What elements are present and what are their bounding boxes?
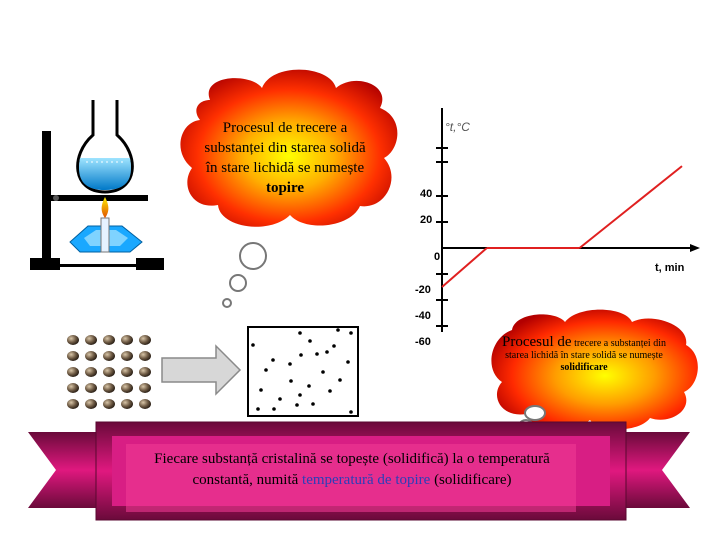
liquid-particle: [332, 344, 336, 348]
y-tick-label: 20: [420, 214, 433, 226]
keyword-topire: topire: [265, 180, 305, 196]
crystal-particle: [139, 399, 151, 409]
liquid-particle: [336, 328, 340, 332]
liquid-particle: [271, 358, 275, 362]
liquid-particle: [308, 339, 312, 343]
crystal-particle: [139, 383, 151, 393]
crystal-particle: [103, 335, 115, 345]
banner-text: Fiecare substanță cristalină se topește …: [132, 449, 572, 491]
liquid-particle: [289, 379, 293, 383]
liquid-particle: [307, 384, 311, 388]
liquid-particles-icon: [247, 326, 359, 417]
liquid-particle: [338, 378, 342, 382]
crystal-particle: [103, 383, 115, 393]
liquid-particle: [251, 343, 255, 347]
crystal-particle: [121, 399, 133, 409]
crystal-particle: [103, 399, 115, 409]
cloud-topire-text: Procesul de trecere a substanței din sta…: [197, 118, 373, 198]
banner-part2: (solidificare): [434, 472, 512, 488]
cloud-solidificare-sentence: trecere a substanței din starea lichidă …: [505, 338, 666, 361]
crystal-particle: [67, 399, 79, 409]
x-axis-label: t, min: [655, 262, 685, 274]
y-axis-label: °t,°C: [445, 120, 470, 134]
liquid-particle: [325, 350, 329, 354]
liquid-particle: [328, 389, 332, 393]
crystal-particle: [103, 351, 115, 361]
crystal-particle: [85, 335, 97, 345]
liquid-particle: [298, 331, 302, 335]
liquid-particle: [272, 407, 276, 411]
banner-ribbon: [28, 421, 690, 521]
series-line-0: [441, 247, 488, 288]
liquid-particle: [349, 410, 353, 414]
liquid-particle: [346, 360, 350, 364]
y-tick-label: -40: [415, 310, 431, 322]
y-tick-label: -20: [415, 284, 431, 296]
arrow-right-icon: [161, 344, 242, 396]
cloud-solidificare-text: Procesul de trecere a substanței din sta…: [498, 334, 670, 374]
liquid-particle: [295, 403, 299, 407]
keyword-solidificare: solidificare: [560, 362, 608, 373]
crystal-particle: [67, 367, 79, 377]
bunsen-burner-icon: [30, 131, 164, 270]
liquid-particle: [299, 353, 303, 357]
crystal-lattice-icon: [67, 335, 151, 409]
crystal-particle: [85, 383, 97, 393]
liquid-particle: [315, 352, 319, 356]
crystal-particle: [139, 335, 151, 345]
crystal-particle: [85, 399, 97, 409]
banner-part1: Fiecare substanță cristalină se topește …: [154, 451, 550, 488]
crystal-particle: [103, 367, 115, 377]
y-tick-label: 40: [420, 188, 433, 200]
crystal-particle: [67, 351, 79, 361]
liquid-particle: [349, 331, 353, 335]
thought-cloud-topire: [180, 69, 398, 308]
series-line-2: [578, 165, 683, 249]
crystal-particle: [121, 335, 133, 345]
cloud-solidificare-lead: Procesul de: [502, 334, 572, 350]
crystal-particle: [121, 383, 133, 393]
liquid-particle: [264, 368, 268, 372]
cloud-topire-sentence: Procesul de trecere a substanței din sta…: [204, 120, 366, 176]
liquid-particle: [288, 362, 292, 366]
liquid-particle: [311, 402, 315, 406]
liquid-particle: [298, 393, 302, 397]
crystal-particle: [139, 351, 151, 361]
crystal-particle: [139, 367, 151, 377]
y-tick-label: -60: [415, 336, 431, 348]
crystal-particle: [85, 367, 97, 377]
y-tick-label: 0: [434, 251, 441, 263]
liquid-particle: [278, 397, 282, 401]
flask-icon: [76, 100, 134, 194]
crystal-particle: [85, 351, 97, 361]
liquid-particle: [256, 407, 260, 411]
x-axis-arrow: [690, 244, 700, 252]
liquid-particle: [259, 388, 263, 392]
crystal-particle: [121, 367, 133, 377]
crystal-particle: [67, 335, 79, 345]
liquid-particle: [321, 370, 325, 374]
banner-highlight: temperatură de topire: [302, 472, 431, 488]
crystal-particle: [67, 383, 79, 393]
crystal-particle: [121, 351, 133, 361]
temperature-chart: [436, 108, 700, 332]
